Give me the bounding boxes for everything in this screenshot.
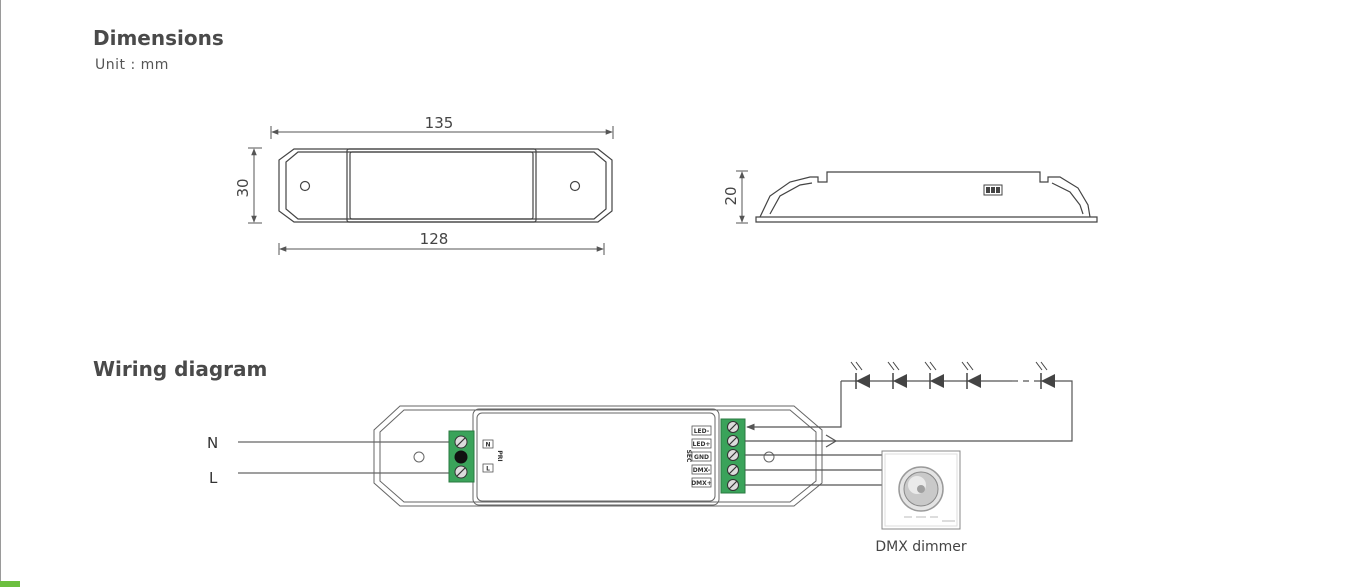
driver-body [373, 405, 823, 507]
pri-terminal-n: N [485, 442, 490, 449]
dim-length-overall: 135 [425, 114, 454, 132]
dim-width: 30 [234, 178, 252, 197]
sec-terminal-led-plus: LED+ [693, 441, 711, 448]
green-corner-tab [0, 581, 20, 587]
input-label-n: N [207, 434, 218, 452]
sec-label: SEC [685, 450, 692, 463]
primary-terminal-labels: N L PRI [482, 439, 503, 473]
led-5 [1035, 361, 1055, 389]
mount-hole-left [299, 180, 311, 192]
sec-terminal-gnd: GND [694, 454, 709, 461]
left-border-rule [0, 0, 1, 587]
dim-length-mount: 128 [420, 230, 449, 248]
dimension-lines-top [248, 126, 614, 255]
dim-height: 20 [722, 186, 740, 205]
led-1 [850, 361, 870, 389]
input-wires [238, 441, 460, 474]
led-2 [887, 361, 907, 389]
secondary-terminal-block [720, 418, 746, 494]
top-view-drawing [278, 148, 613, 223]
secondary-terminal-labels: LED- LED+ GND DMX- DMX+ SEC [685, 425, 712, 488]
dmx-dimmer-panel [881, 450, 961, 530]
led-output-wires [745, 380, 1073, 448]
dimensions-heading: Dimensions [93, 26, 224, 50]
dmx-wires [745, 454, 882, 486]
led-3 [924, 361, 944, 389]
unit-label: Unit : mm [95, 57, 169, 73]
mount-hole-right [569, 180, 581, 192]
side-view-drawing [755, 171, 1098, 223]
input-label-l: L [209, 469, 218, 487]
pri-terminal-l: L [486, 466, 490, 473]
dmx-dimmer-caption: DMX dimmer [875, 539, 967, 555]
pri-label: PRI [496, 450, 503, 461]
sec-terminal-dmx-plus: DMX+ [691, 480, 712, 487]
sec-terminal-led-minus: LED- [694, 428, 710, 435]
primary-terminal-block [448, 430, 475, 483]
sec-terminal-dmx-minus: DMX- [693, 467, 711, 474]
dimension-lines-side [736, 170, 748, 224]
led-4 [961, 361, 981, 389]
wiring-heading: Wiring diagram [93, 357, 268, 381]
